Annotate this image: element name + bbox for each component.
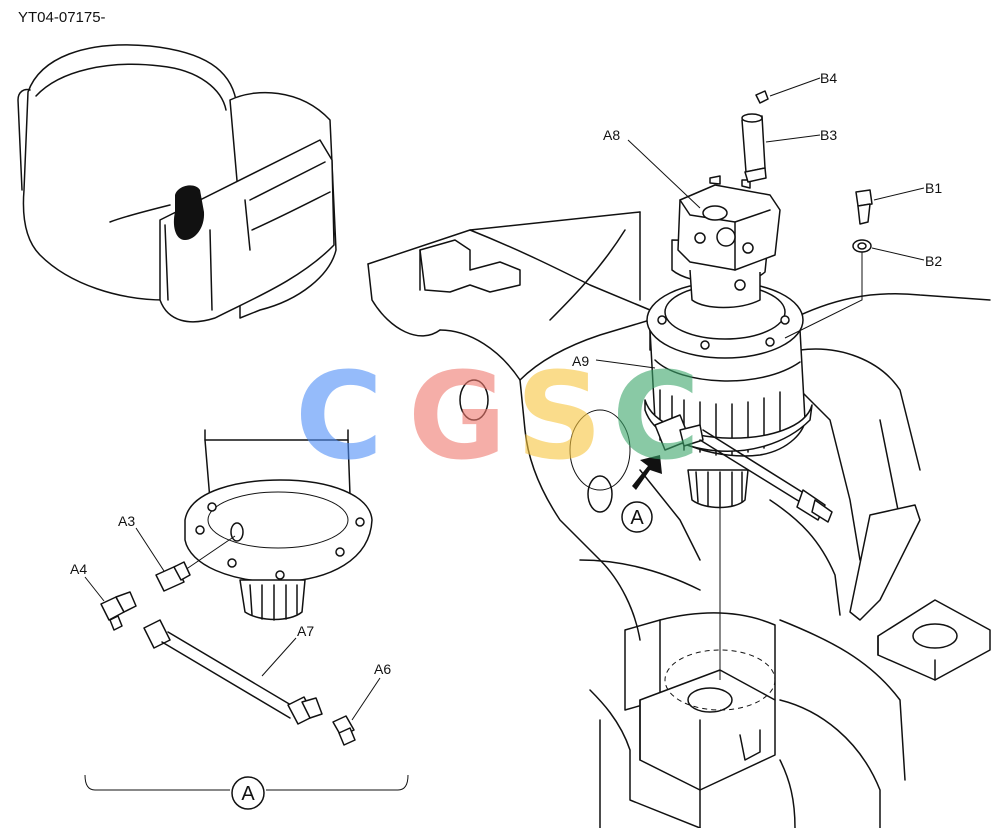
parts-b-group [741, 90, 873, 339]
callout-labels: B4 B3 B1 B2 A8 A9 A3 A4 A7 A6 [70, 70, 942, 677]
detail-a-marker-frame: A [621, 501, 653, 533]
callout-a7: A7 [297, 623, 314, 639]
watermark-letter-3: S [516, 348, 602, 487]
callout-b2: B2 [925, 253, 942, 269]
callout-a3: A3 [118, 513, 135, 529]
excavator-overview [17, 44, 337, 323]
callout-a4: A4 [70, 561, 87, 577]
detail-marker-frame-label: A [630, 507, 644, 529]
detail-marker-bracket-label: A [241, 783, 255, 805]
callout-a9: A9 [572, 353, 589, 369]
callout-a6: A6 [374, 661, 391, 677]
callout-b1: B1 [925, 180, 942, 196]
exploded-reducer [100, 429, 373, 746]
callout-b4: B4 [820, 70, 837, 86]
watermark: C G S C [295, 348, 700, 487]
callout-b3: B3 [820, 127, 837, 143]
upper-frame [367, 211, 991, 828]
watermark-letter-4: C [612, 348, 700, 487]
swing-motor-assembly [632, 175, 833, 523]
watermark-letter-2: G [408, 348, 507, 487]
callout-a8: A8 [603, 127, 620, 143]
detail-a-bracket: A [84, 774, 409, 810]
drawing-code: YT04-07175- [18, 9, 106, 26]
swing-motor-highlight-icon [173, 185, 205, 240]
leader-lines [84, 77, 925, 721]
watermark-letter-1: C [295, 348, 383, 487]
